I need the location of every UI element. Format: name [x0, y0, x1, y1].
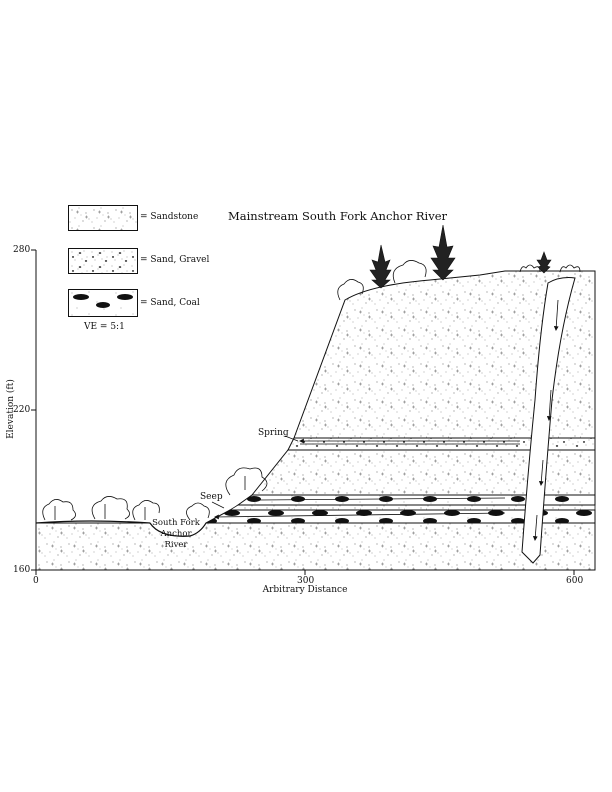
conifer-trees	[369, 224, 552, 289]
seep-label: Seep	[200, 492, 223, 502]
spring-label: Spring	[258, 428, 289, 438]
ground-surface	[35, 520, 151, 524]
x-axis-label: Arbitrary Distance	[262, 585, 348, 595]
y-tick-220: 220	[13, 405, 31, 415]
y-tick-280: 280	[13, 245, 31, 255]
seep-leader	[211, 501, 225, 509]
x-tick-0: 0	[33, 576, 39, 586]
x-tick-300: 300	[297, 576, 315, 586]
legend-swatch-sand-coal	[68, 289, 138, 317]
legend-swatch-sand-gravel	[68, 248, 138, 274]
legend-label-sand-gravel: = Sand, Gravel	[140, 255, 210, 265]
legend-swatch-sandstone	[68, 205, 138, 231]
lower-sandstone-layer	[35, 522, 596, 571]
upper-sandstone-layer	[293, 270, 596, 439]
river-label-line2: Anchor	[160, 529, 192, 539]
legend-label-sandstone: = Sandstone	[140, 212, 199, 222]
spring-leader	[284, 435, 299, 442]
river-label-line1: South Fork	[152, 518, 200, 528]
legend-label-sand-coal: = Sand, Coal	[140, 298, 200, 308]
y-tick-160: 160	[13, 565, 31, 575]
river-label-line3: River	[164, 540, 188, 550]
shrubs	[42, 260, 581, 521]
flow-arrows	[214, 299, 559, 541]
x-tick-600: 600	[566, 576, 584, 586]
vertical-exaggeration: VE = 5:1	[84, 322, 125, 332]
diagram-title: Mainstream South Fork Anchor River	[228, 209, 448, 223]
river-channel	[149, 522, 207, 537]
